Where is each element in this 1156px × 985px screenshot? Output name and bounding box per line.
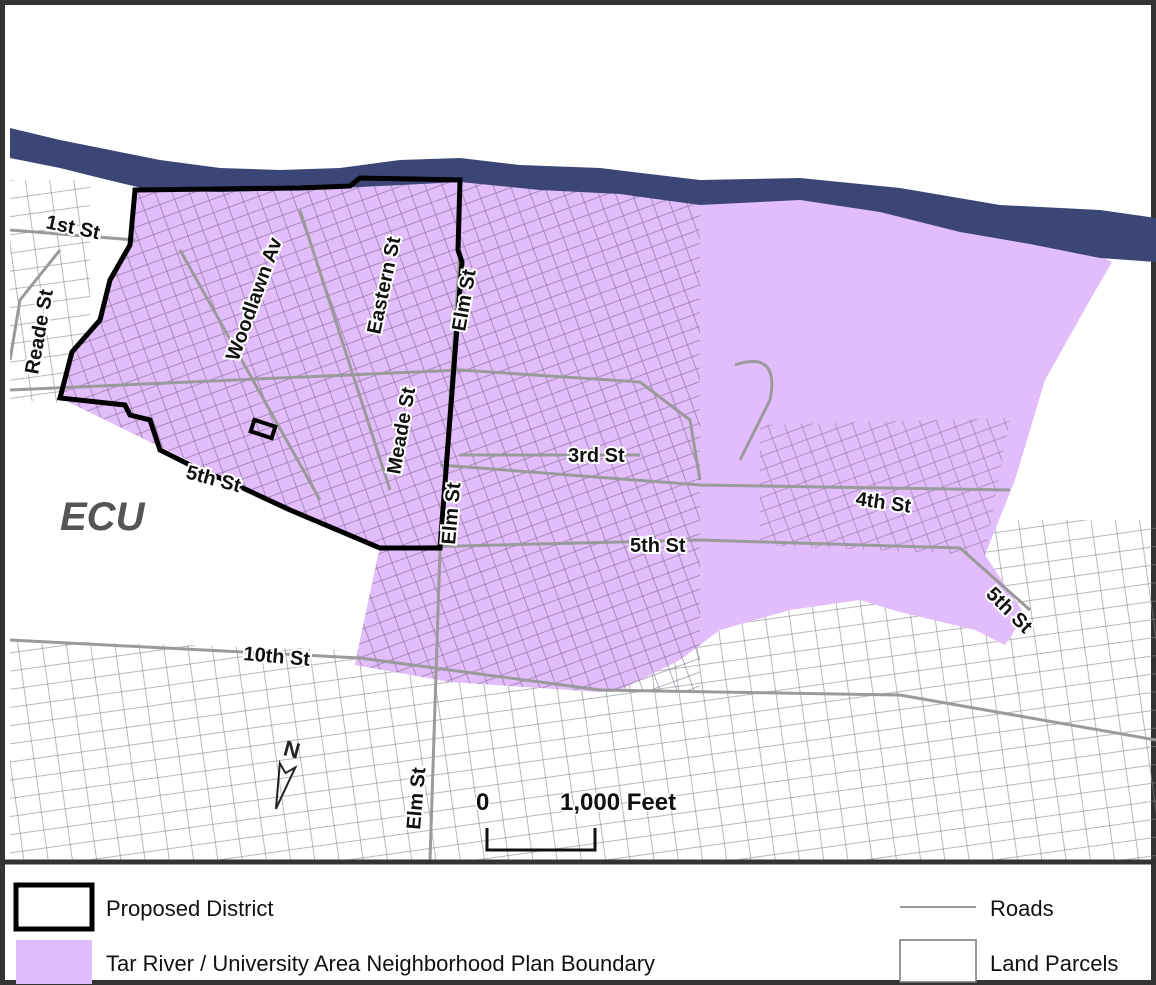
legend-label-roads: Roads bbox=[990, 896, 1054, 921]
road-path bbox=[734, 360, 774, 461]
road-path bbox=[10, 638, 1156, 742]
scale-bar: 0 1,000 Feet bbox=[475, 788, 678, 852]
road-path bbox=[439, 463, 1011, 492]
legend-swatch-plan-boundary bbox=[16, 940, 92, 984]
road-label-5th-st-mid: 5th St bbox=[630, 535, 686, 557]
north-arrow-icon: N bbox=[274, 735, 303, 810]
tar-river bbox=[10, 128, 1156, 262]
road-path bbox=[178, 249, 322, 501]
scale-bar-zero: 0 bbox=[476, 789, 489, 816]
map-area: 1st St Reade St Woodlawn Av Eastern St E… bbox=[10, 128, 1156, 860]
scale-bar-distance: 1,000 Feet bbox=[560, 789, 676, 816]
legend: Proposed District Tar River / University… bbox=[13, 882, 1118, 984]
legend-label-plan-boundary: Tar River / University Area Neighborhood… bbox=[106, 951, 655, 976]
plan-boundary-parcels bbox=[60, 180, 700, 692]
road-label-3rd-st: 3rd St bbox=[568, 445, 625, 467]
north-arrow-label: N bbox=[281, 735, 303, 763]
road-path bbox=[10, 228, 136, 242]
legend-swatch-proposed-district bbox=[13, 882, 95, 932]
proposed-district-outline bbox=[56, 175, 465, 551]
legend-label-proposed-district: Proposed District bbox=[106, 896, 274, 921]
legend-label-land-parcels: Land Parcels bbox=[990, 951, 1118, 976]
district-parcel-outline bbox=[248, 417, 278, 441]
legend-swatch-land-parcels bbox=[899, 939, 977, 983]
road-path bbox=[10, 249, 62, 361]
road-path bbox=[10, 368, 702, 481]
road-path bbox=[379, 538, 1031, 612]
road-path bbox=[298, 209, 392, 491]
campus-label-ecu: ECU bbox=[60, 495, 146, 539]
